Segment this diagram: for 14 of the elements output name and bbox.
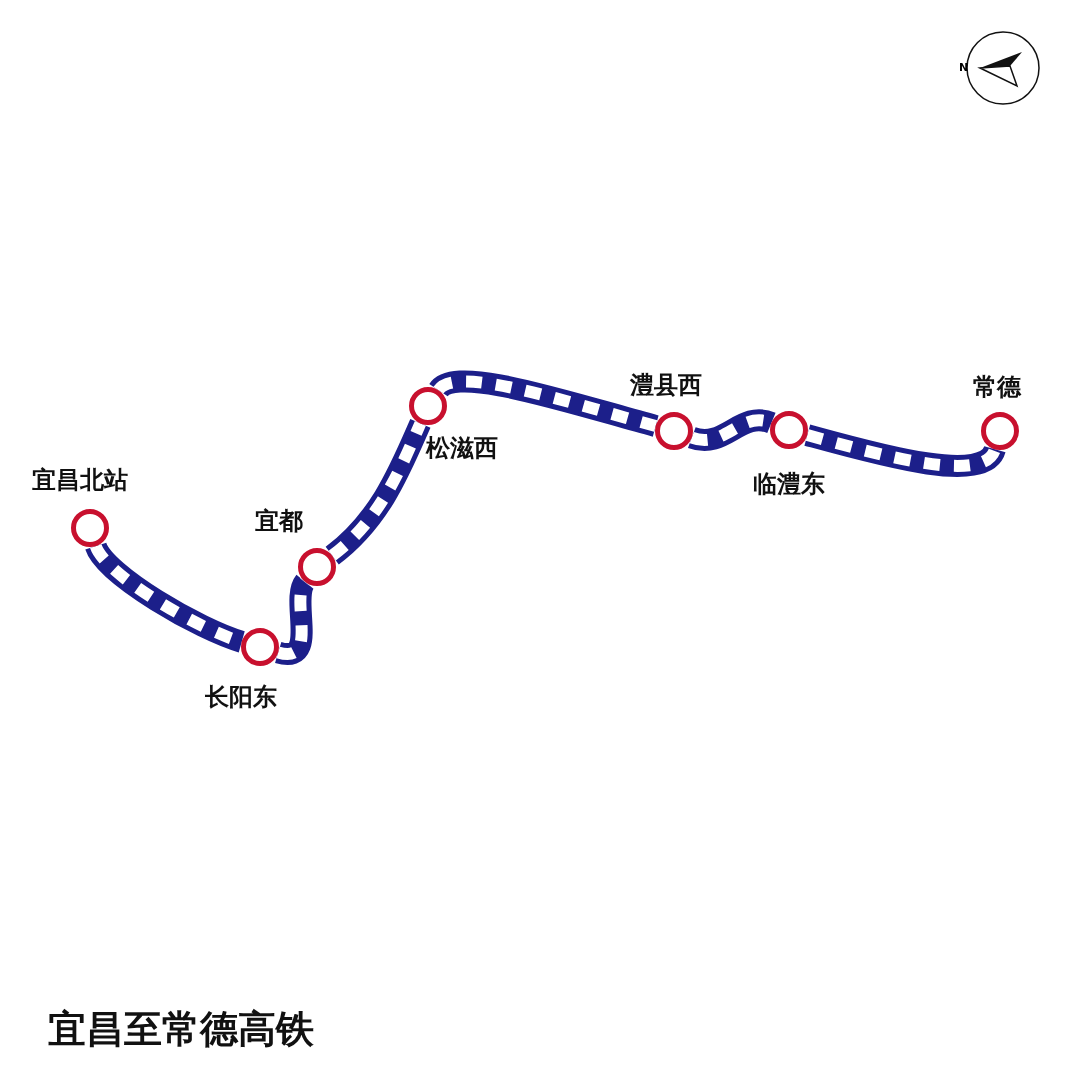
rail-track: [689, 409, 775, 451]
station-name: 宜都: [255, 507, 303, 535]
rail-track: [86, 541, 246, 653]
station-name: 松滋西: [426, 434, 498, 462]
station-name: 常德: [973, 373, 1021, 401]
rail-track: [431, 370, 659, 437]
station-name: 长阳东: [205, 683, 277, 711]
station-name: 澧县西: [630, 371, 702, 399]
rail-track: [325, 419, 431, 565]
rail-track: [276, 576, 315, 665]
station-name: 宜昌北站: [32, 466, 128, 494]
rail-track: [804, 424, 1005, 477]
map-title: 宜昌至常德高铁: [48, 1006, 314, 1052]
station-name: 临澧东: [753, 470, 825, 498]
